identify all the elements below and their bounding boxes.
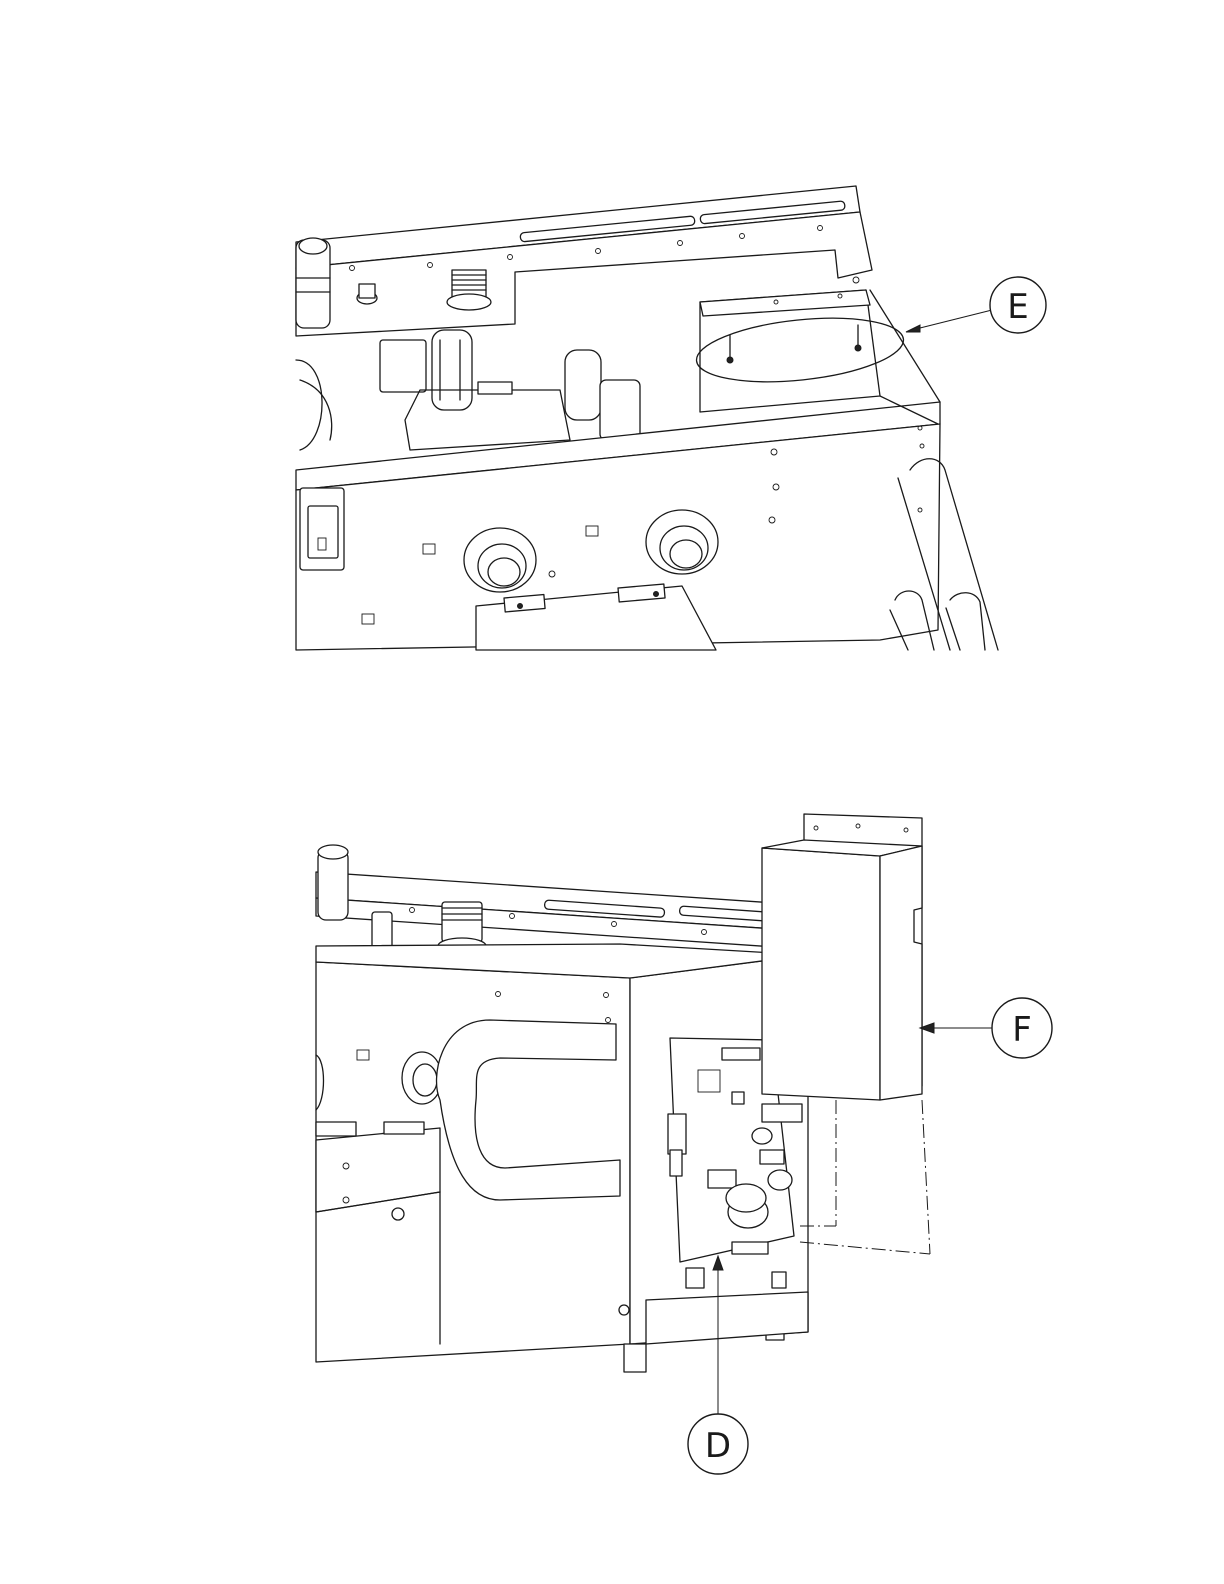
bottom-view: F D (316, 814, 1052, 1474)
top-valves (380, 330, 640, 450)
callout-f-label: F (1012, 1010, 1032, 1050)
top-control-box (693, 290, 906, 412)
callout-e: E (906, 277, 1046, 333)
callout-f: F (920, 998, 1052, 1058)
top-view: E (296, 186, 1046, 650)
callout-e-label: E (1007, 287, 1028, 327)
callout-d-label: D (705, 1426, 731, 1466)
